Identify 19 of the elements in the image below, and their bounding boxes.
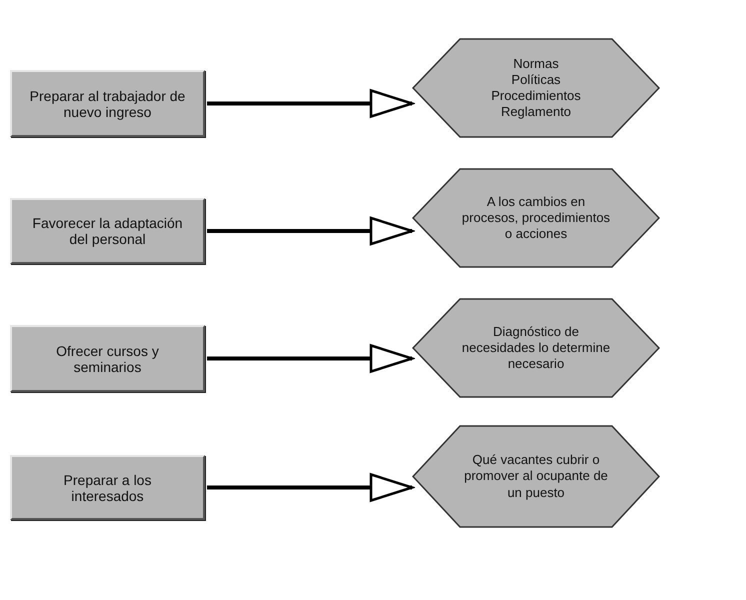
hexagon-text: Procedimientos (491, 88, 581, 104)
hexagon-text: Normas (513, 56, 559, 72)
box-label: Favorecer la adaptación del personal (31, 215, 184, 247)
process-box (10, 455, 205, 520)
hexagon-text: Diagnóstico de necesidades lo determine necesario (461, 324, 611, 372)
hexagon-text: Reglamento (500, 104, 572, 120)
process-box (10, 198, 205, 264)
box-label: Preparar al trabajador de nuevo ingreso (28, 88, 186, 120)
process-box (10, 325, 205, 392)
arrow (207, 473, 414, 502)
arrow (207, 216, 414, 246)
box-label: Preparar a los interesados (62, 472, 152, 504)
hexagon-text: A los cambios en procesos, procedimientos o acciones (461, 194, 611, 242)
hexagon-text: Políticas (511, 72, 561, 88)
hexagon-text: Qué vacantes cubrir o promover al ocupante de un puesto (463, 452, 609, 501)
arrow (207, 89, 414, 118)
box-label: Ofrecer cursos y seminarios (55, 342, 160, 374)
process-box (10, 70, 205, 137)
arrow (207, 344, 414, 373)
